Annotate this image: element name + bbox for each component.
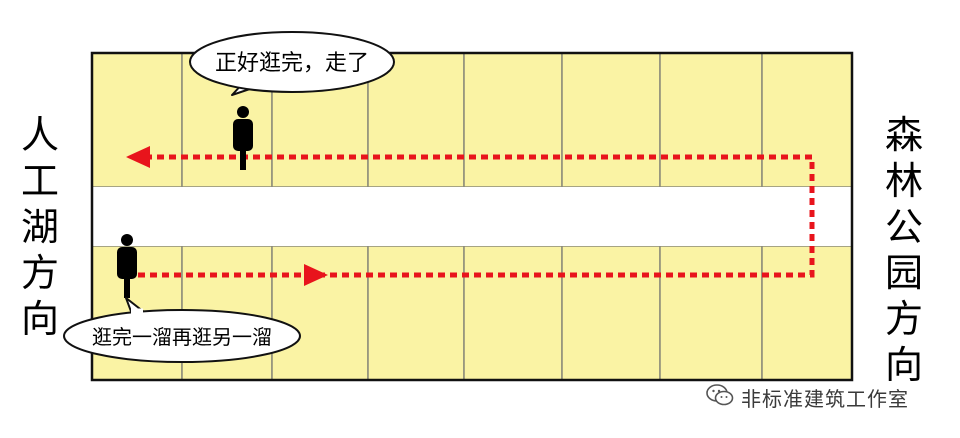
person-top-icon bbox=[233, 106, 253, 170]
shop-unit bbox=[659, 52, 763, 188]
speech-bubble-bottom: 逛完一溜再逛另一溜 bbox=[63, 297, 301, 363]
upper-shop-row bbox=[91, 52, 853, 188]
shop-unit bbox=[761, 52, 853, 188]
bubble-top-text: 正好逛完，走了 bbox=[215, 51, 369, 76]
shop-unit bbox=[271, 245, 369, 381]
shop-unit bbox=[761, 245, 853, 381]
route-arrow-right bbox=[304, 264, 328, 286]
shop-unit bbox=[659, 245, 763, 381]
shop-unit bbox=[561, 245, 661, 381]
person-bottom-icon bbox=[117, 234, 137, 298]
walking-route bbox=[138, 154, 815, 278]
watermark-text: 非标准建筑工作室 bbox=[741, 386, 909, 411]
wechat-icon bbox=[705, 382, 735, 412]
shop-unit bbox=[367, 245, 465, 381]
watermark: 非标准建筑工作室 bbox=[705, 382, 909, 412]
bubble-bottom-text: 逛完一溜再逛另一溜 bbox=[92, 325, 272, 349]
direction-label-artificial-lake: 人工湖方向 bbox=[20, 113, 59, 341]
shop-unit bbox=[463, 52, 563, 188]
shop-unit bbox=[561, 52, 661, 188]
direction-label-forest-park: 森林公园方向 bbox=[884, 113, 923, 387]
speech-bubble-top: 正好逛完，走了 bbox=[189, 31, 395, 96]
central-aisle bbox=[92, 187, 852, 246]
route-arrow-left bbox=[126, 146, 150, 168]
street-outline bbox=[90, 51, 854, 382]
shop-unit bbox=[463, 245, 563, 381]
shop-unit bbox=[91, 52, 183, 188]
